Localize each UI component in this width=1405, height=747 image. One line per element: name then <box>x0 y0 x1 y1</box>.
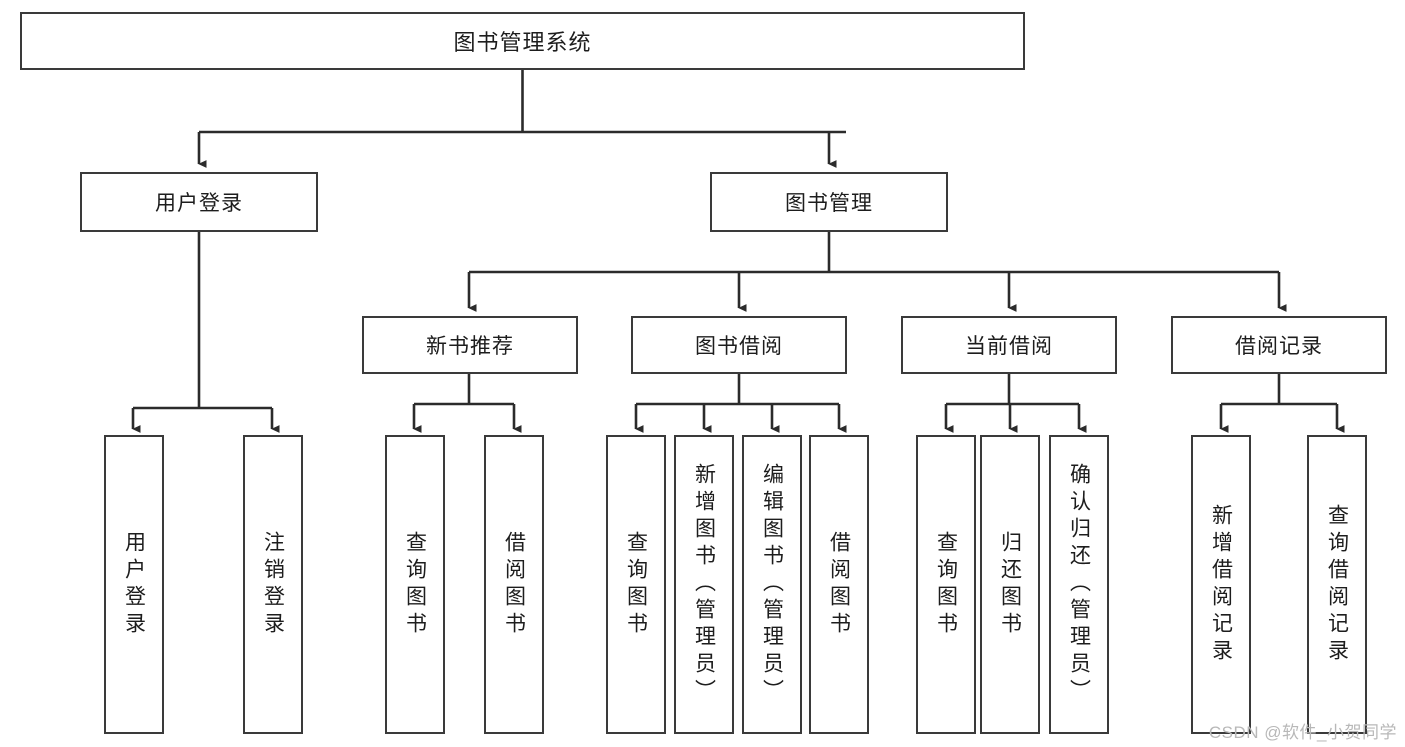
node-label: 新书推荐 <box>426 335 514 358</box>
node-new-book-recommend[interactable]: 新书推荐 <box>362 316 578 374</box>
leaf-confirm-return-admin[interactable]: 确认归还（管理员） <box>1049 435 1109 734</box>
node-label: 查询图书 <box>403 530 427 639</box>
node-label: 查询图书 <box>624 530 648 639</box>
leaf-user-login[interactable]: 用户登录 <box>104 435 164 734</box>
node-label: 归还图书 <box>998 530 1022 639</box>
node-label: 新增借阅记录 <box>1209 503 1233 666</box>
node-label: 用户登录 <box>122 530 146 639</box>
node-label: 图书管理 <box>785 192 873 215</box>
node-label: 新增图书（管理员） <box>692 463 716 706</box>
leaf-query-book-new[interactable]: 查询图书 <box>385 435 445 734</box>
leaf-edit-book-admin[interactable]: 编辑图书（管理员） <box>742 435 802 734</box>
node-borrow-record[interactable]: 借阅记录 <box>1171 316 1387 374</box>
leaf-return-book[interactable]: 归还图书 <box>980 435 1040 734</box>
node-label: 借阅记录 <box>1235 335 1323 358</box>
node-label: 图书管理系统 <box>453 30 592 55</box>
leaf-borrow-book-new[interactable]: 借阅图书 <box>484 435 544 734</box>
node-user-login[interactable]: 用户登录 <box>80 172 318 232</box>
node-label: 图书借阅 <box>695 335 783 358</box>
node-root-system[interactable]: 图书管理系统 <box>20 12 1025 70</box>
leaf-logout[interactable]: 注销登录 <box>243 435 303 734</box>
node-label: 借阅图书 <box>827 530 851 639</box>
leaf-add-book-admin[interactable]: 新增图书（管理员） <box>674 435 734 734</box>
node-label: 用户登录 <box>155 192 243 215</box>
node-label: 借阅图书 <box>502 530 526 639</box>
node-label: 当前借阅 <box>965 335 1053 358</box>
node-current-borrow[interactable]: 当前借阅 <box>901 316 1117 374</box>
node-label: 注销登录 <box>261 530 285 639</box>
leaf-add-borrow-record[interactable]: 新增借阅记录 <box>1191 435 1251 734</box>
node-label: 查询图书 <box>934 530 958 639</box>
node-label: 查询借阅记录 <box>1325 503 1349 666</box>
leaf-borrow-book[interactable]: 借阅图书 <box>809 435 869 734</box>
node-book-management[interactable]: 图书管理 <box>710 172 948 232</box>
node-book-borrow[interactable]: 图书借阅 <box>631 316 847 374</box>
node-label: 确认归还（管理员） <box>1067 463 1091 706</box>
node-label: 编辑图书（管理员） <box>760 463 784 706</box>
leaf-query-book-borrow[interactable]: 查询图书 <box>606 435 666 734</box>
watermark-text: CSDN @软件_小贺同学 <box>1208 723 1397 742</box>
leaf-query-book-current[interactable]: 查询图书 <box>916 435 976 734</box>
leaf-query-borrow-record[interactable]: 查询借阅记录 <box>1307 435 1367 734</box>
